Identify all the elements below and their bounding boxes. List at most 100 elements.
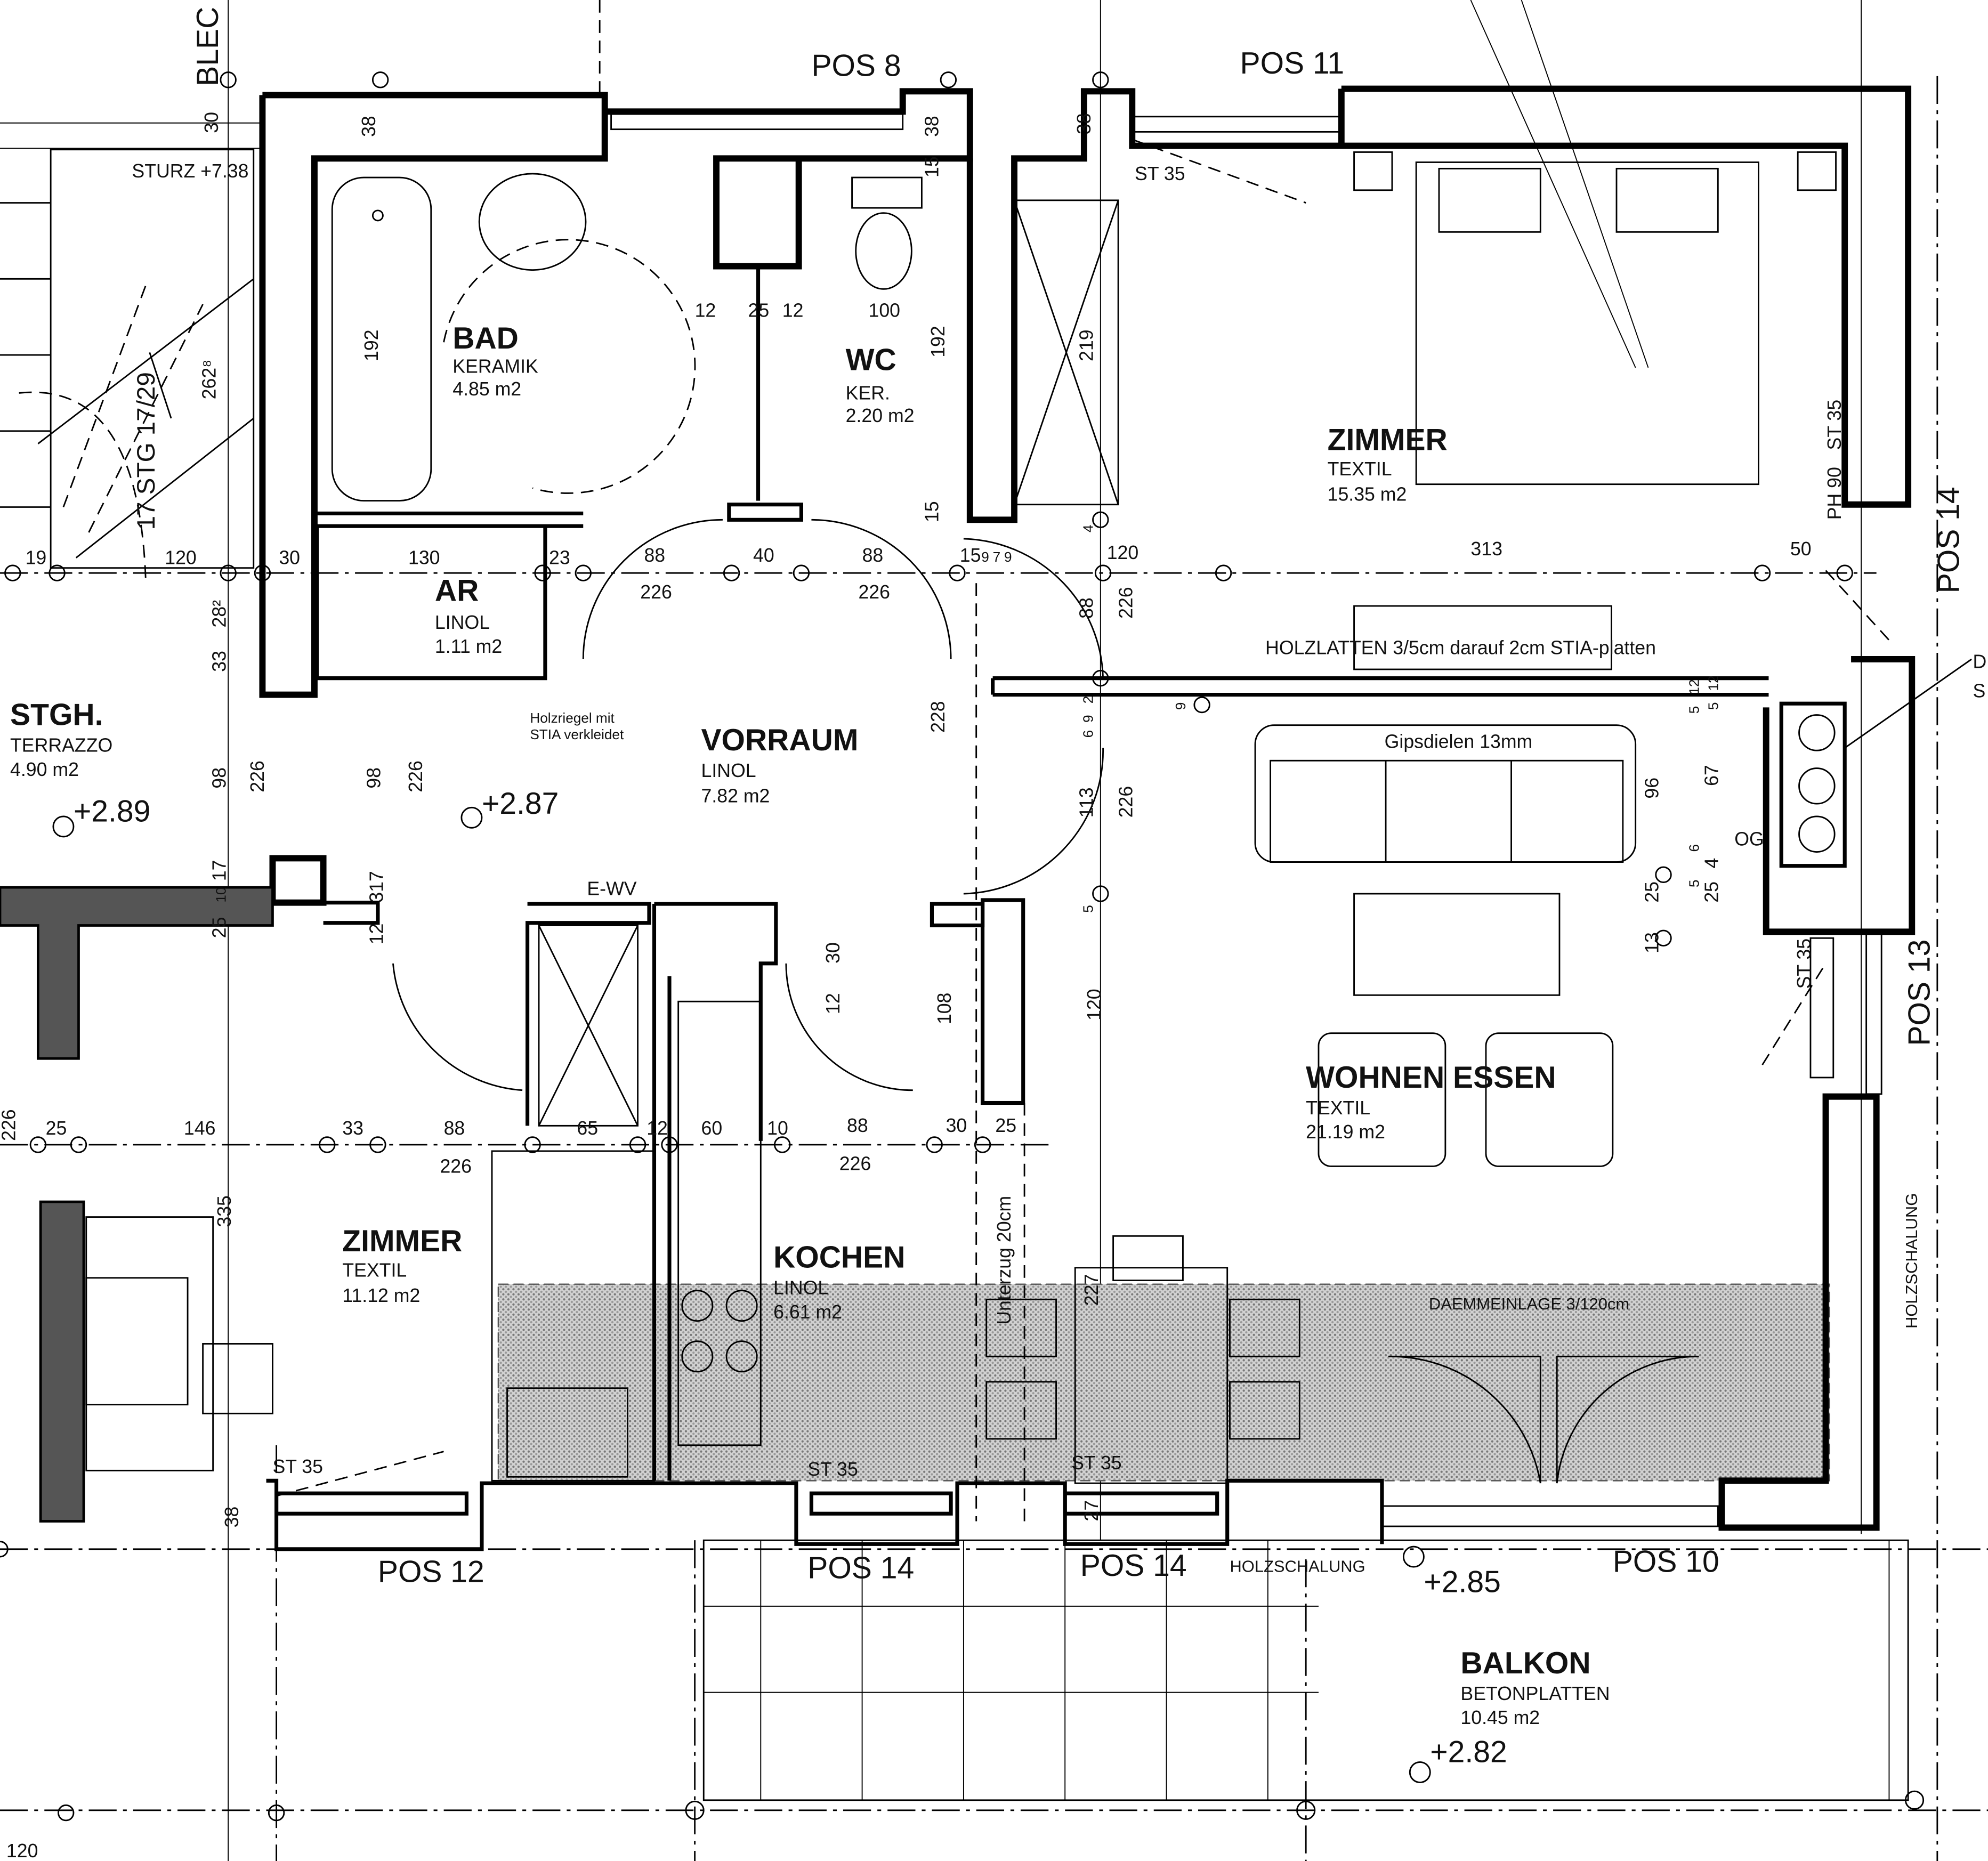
room-wc: WC KER. 2.20 m2	[846, 343, 915, 427]
dimension: 113	[1076, 787, 1097, 818]
note-gipsdielen: Gipsdielen 13mm	[1385, 731, 1533, 752]
dimension: 25	[46, 1118, 67, 1139]
room-floor: LINOL	[435, 612, 490, 633]
room-floor: KER.	[846, 382, 890, 403]
dimension: 10	[767, 1118, 788, 1139]
room-name: VORRAUM	[701, 723, 858, 757]
dimension: 226	[0, 1109, 20, 1141]
note-holzschalung: HOLZSCHALUNG	[1902, 1193, 1921, 1329]
dimension: 15	[960, 545, 981, 566]
note-holzriegel: STIA verkleidet	[530, 726, 624, 742]
dimension: 65	[577, 1118, 598, 1139]
note-edge: S	[1973, 680, 1985, 701]
dimension: 262⁸	[198, 360, 220, 400]
dimension: 88	[847, 1115, 868, 1136]
room-area: 2.20 m2	[846, 405, 915, 426]
note-unterzug: Unterzug 20cm	[993, 1196, 1015, 1325]
note-holzschalung: HOLZSCHALUNG	[1230, 1557, 1365, 1576]
room-stgh: STGH. TERRAZZO 4.90 m2	[10, 698, 112, 780]
room-area: 4.85 m2	[452, 378, 521, 400]
dimension: 226	[440, 1155, 472, 1177]
dimension: 9	[1173, 702, 1189, 710]
dimension: 15	[921, 156, 942, 177]
dimension: 317	[366, 871, 387, 903]
pos-label: POS 11	[1240, 46, 1344, 80]
position-labels: POS 8 POS 11 POS 14 POS 13 POS 12 POS 14…	[378, 46, 1966, 1589]
dimension-markers	[0, 71, 1925, 1822]
insulation-band	[497, 1283, 1830, 1482]
room-name: KOCHEN	[773, 1241, 905, 1275]
dimension: 12	[822, 993, 844, 1014]
dimension: 227	[1081, 1274, 1102, 1306]
room-area: 10.45 m2	[1460, 1707, 1540, 1728]
dimension: 9	[981, 549, 989, 565]
dimension: 108	[934, 992, 955, 1024]
dimension: 38	[358, 116, 379, 137]
pos-label: POS 13	[1903, 940, 1937, 1046]
dimension: 25	[1642, 881, 1663, 903]
dimension: 335	[214, 1195, 235, 1227]
room-floor: TEXTIL	[342, 1259, 407, 1281]
room-name: BALKON	[1460, 1646, 1590, 1680]
dimension: 38	[221, 1507, 243, 1528]
room-name: ZIMMER	[1328, 423, 1448, 457]
dimension: 30	[946, 1115, 967, 1136]
dimension: 7	[993, 549, 1001, 565]
balcony	[702, 658, 1972, 1801]
dimension: 12	[366, 923, 387, 944]
dimension: 38	[921, 116, 942, 137]
dimension: 13	[1642, 932, 1663, 953]
note-holzriegel: Holzriegel mit	[530, 710, 615, 726]
dimension: 50	[1790, 538, 1812, 560]
dimension: 226	[640, 581, 672, 603]
dining-table	[1074, 1267, 1229, 1484]
room-area: 4.90 m2	[10, 759, 79, 780]
dimension: 30	[201, 112, 222, 133]
dimension: 96	[1642, 778, 1663, 799]
note-sturz: STURZ +7.38	[132, 160, 248, 182]
dimension: 88	[444, 1118, 465, 1139]
dimension: 88	[1076, 597, 1097, 619]
dimension: 88	[644, 545, 665, 566]
dimension: 6	[1080, 730, 1096, 738]
dimension: 30	[822, 942, 844, 964]
dimension: 33	[342, 1118, 363, 1139]
dimension: 5	[1080, 905, 1096, 913]
dimension: 25	[995, 1115, 1016, 1136]
dimension: 6	[1686, 844, 1702, 852]
note-st35: ST 35	[1824, 400, 1845, 450]
room-floor: TEXTIL	[1328, 458, 1392, 480]
dimension: 12	[782, 300, 804, 321]
room-zimmer-top: ZIMMER TEXTIL 15.35 m2	[1328, 423, 1448, 505]
dimension: 120	[165, 547, 197, 569]
pos-label: POS 14	[807, 1551, 914, 1585]
dimension: 120	[1084, 989, 1105, 1021]
bathtub	[331, 176, 432, 502]
dimension: 228	[927, 701, 949, 733]
note-st35: ST 35	[1135, 163, 1185, 184]
dimension: 25	[208, 917, 230, 938]
dimension: 60	[701, 1118, 722, 1139]
dimension: 120	[1107, 542, 1139, 563]
windows	[610, 113, 1882, 1527]
room-floor: LINOL	[701, 760, 756, 781]
room-floor: KERAMIK	[452, 355, 538, 377]
dimension: 4	[1080, 525, 1096, 533]
dimension: 9	[1080, 715, 1096, 723]
dimension: 27	[1081, 1500, 1102, 1522]
room-vorraum: VORRAUM LINOL 7.82 m2	[701, 723, 858, 807]
staircase	[0, 149, 255, 584]
dimension: 98	[363, 767, 385, 789]
dimension: 313	[1470, 538, 1502, 560]
dimension: 12	[646, 1118, 668, 1139]
dimension: 98	[208, 767, 230, 789]
dimension: 192	[361, 329, 382, 361]
dimension: 226	[1115, 786, 1136, 818]
note-ph90: PH 90	[1824, 467, 1845, 520]
dimension: 33	[208, 651, 230, 672]
door-swings	[276, 139, 1890, 1497]
room-area: 6.61 m2	[773, 1301, 842, 1323]
dimension: 192	[927, 326, 949, 358]
note-st35: ST 35	[807, 1459, 858, 1480]
dimension: 146	[184, 1118, 216, 1139]
